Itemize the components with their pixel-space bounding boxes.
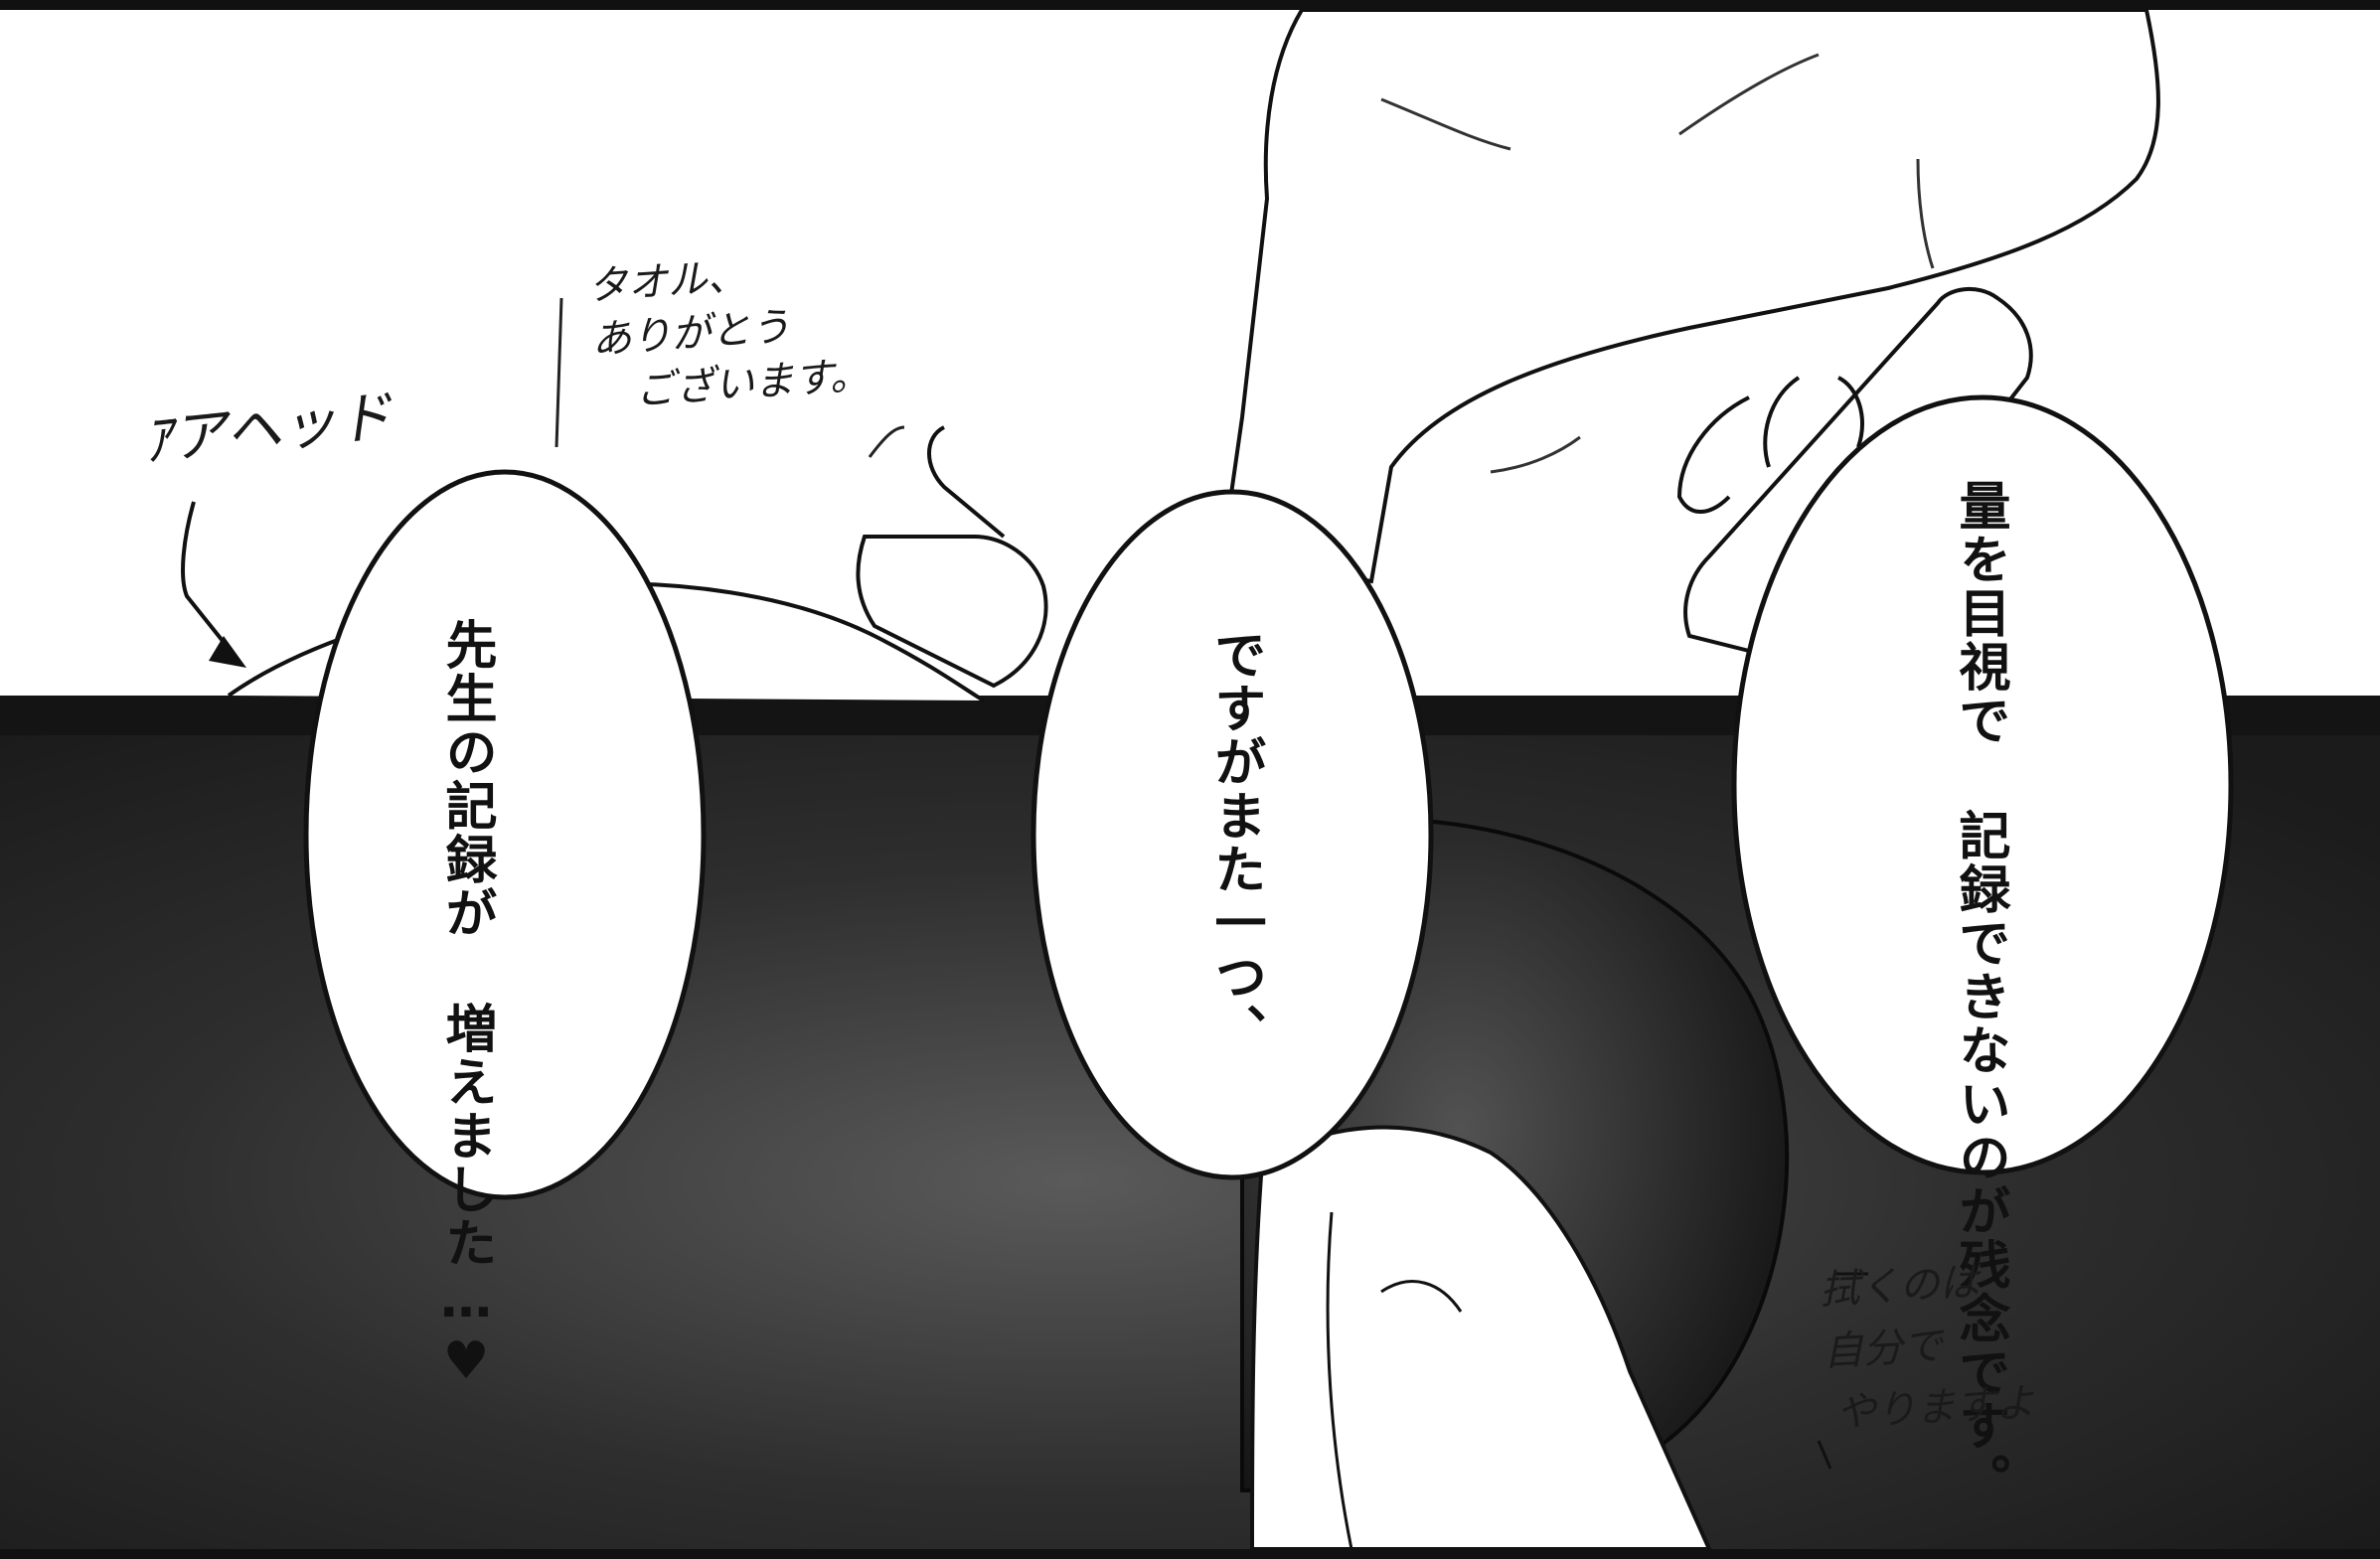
- torso-detail-line: [1380, 97, 1511, 151]
- bubble-right-col1: 量を目視で: [1950, 479, 2009, 747]
- white-leg-shape: [1249, 1125, 1713, 1551]
- bubble-right-col2: 記録できないのが残念です。: [1950, 809, 2009, 1506]
- bubble-left-col2: 増えました…♥: [436, 1002, 496, 1393]
- torso-detail-line: [1678, 53, 1820, 136]
- emphasis-line: [555, 297, 563, 448]
- pointer-arrowhead: [209, 636, 246, 668]
- finger: [1763, 376, 1801, 468]
- bottom-frame-border: [0, 1549, 2380, 1559]
- bubble-left-text: 先生の記録が 増えました…♥: [429, 618, 503, 1393]
- bubble-middle-text: ですがまた一つ、: [1198, 628, 1272, 1057]
- top-frame-border: [0, 0, 2380, 10]
- leg-detail-line: [1326, 1211, 1353, 1550]
- handwritten-towel-note: タオル、 ありがとう ございます。: [586, 241, 872, 421]
- torso-detail-line: [1916, 158, 1935, 269]
- finger: [1836, 376, 1864, 448]
- torso-outline: [1219, 8, 2160, 584]
- speech-bubble-left: [303, 469, 707, 1200]
- bubble-left-col1: 先生の記録が: [436, 618, 496, 940]
- finger: [927, 425, 1006, 539]
- bubble-middle-col1: ですがまた一つ、: [1205, 628, 1265, 1057]
- note-dash: [1817, 1440, 1832, 1470]
- wipe-line-3: やりますよ: [1834, 1379, 2037, 1437]
- handwritten-wipe-note: 拭くのは 自分で やりますよ: [1819, 1249, 2036, 1445]
- emphasis-line: [868, 425, 905, 458]
- speech-bubble-middle: [1031, 489, 1434, 1180]
- wipe-line-1: 拭くのは: [1819, 1259, 1981, 1314]
- wipe-line-2: 自分で: [1822, 1323, 1944, 1375]
- speech-bubble-right: [1731, 394, 2234, 1175]
- hand-middle: [856, 535, 1048, 689]
- leg-detail-line: [1380, 1280, 1463, 1313]
- pointer-arrow: [181, 501, 240, 663]
- torso-detail-line: [1490, 435, 1581, 474]
- finger: [1676, 395, 1750, 514]
- bubble-right-text: 量を目視で 記録できないのが残念です。: [1943, 479, 2016, 1506]
